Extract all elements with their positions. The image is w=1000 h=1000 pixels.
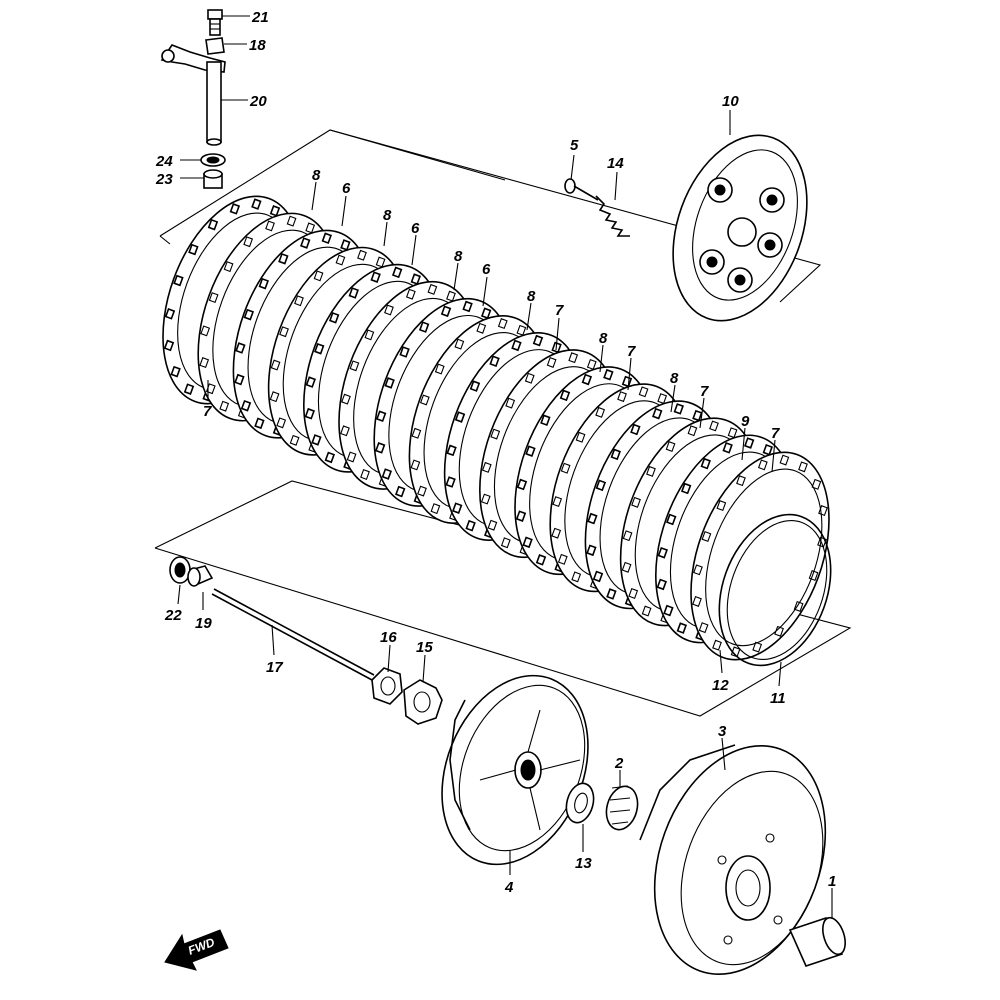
part-24-oil-seal (200, 153, 226, 167)
callout-4: 4 (504, 879, 514, 896)
callout-6: 6 (411, 220, 420, 237)
upper-assembly-outline (159, 129, 822, 303)
part-15-lock-washer (403, 679, 443, 725)
clutch-plate-stack (162, 195, 830, 661)
callout-17: 17 (266, 659, 283, 676)
part-22-washer (169, 556, 191, 584)
callout-leaders (177, 15, 833, 918)
callout-6: 6 (482, 261, 491, 278)
fwd-direction-indicator: FWD (164, 929, 229, 971)
callout-7: 7 (771, 425, 780, 442)
callout-22: 22 (164, 607, 182, 624)
callout-8: 8 (670, 370, 679, 387)
callout-5: 5 (570, 137, 579, 154)
callout-16: 16 (380, 629, 397, 646)
callout-8: 8 (599, 330, 608, 347)
part-19-sleeve (187, 565, 214, 587)
part-3-clutch-housing (639, 744, 827, 976)
callout-20: 20 (249, 93, 267, 110)
part-1-spacer (788, 916, 846, 967)
callout-8: 8 (454, 248, 463, 265)
callout-7: 7 (555, 302, 564, 319)
part-5-bolt (564, 178, 599, 201)
part-4-sleeve-hub (441, 674, 589, 866)
part-20-release-shaft (160, 44, 226, 146)
part-21-bolt (207, 9, 223, 36)
callout-8: 8 (527, 288, 536, 305)
callout-19: 19 (195, 615, 212, 632)
lower-assembly-outline (154, 480, 852, 717)
callout-13: 13 (575, 855, 592, 872)
callout-15: 15 (416, 639, 433, 656)
callout-23: 23 (155, 171, 173, 188)
callout-7: 7 (700, 383, 709, 400)
callout-10: 10 (722, 93, 739, 110)
callout-11: 11 (770, 690, 786, 707)
part-13-thrust-washer (565, 782, 595, 824)
part-17-push-rod (211, 588, 375, 681)
part-10-pressure-plate (672, 134, 808, 322)
part-16-nut (371, 667, 403, 705)
callout-8: 8 (312, 167, 321, 184)
part-18-clip (205, 37, 225, 55)
callout-24: 24 (155, 153, 173, 170)
callout-14: 14 (607, 155, 624, 172)
callout-6: 6 (342, 180, 351, 197)
part-11-wire-ring (718, 513, 832, 667)
part-14-spring (595, 195, 630, 237)
callout-labels: 21 18 20 24 23 10 5 14 8 6 8 6 8 6 8 7 8… (155, 9, 836, 896)
callout-21: 21 (251, 9, 269, 26)
callout-8: 8 (383, 207, 392, 224)
callout-1: 1 (828, 873, 836, 890)
driven-plate (690, 451, 830, 661)
callout-7: 7 (627, 343, 636, 360)
callout-7: 7 (203, 403, 212, 420)
part-2-needle-bearing (605, 785, 639, 831)
callout-12: 12 (712, 677, 729, 694)
part-23-bearing (203, 169, 223, 189)
callout-2: 2 (614, 755, 624, 772)
callout-9: 9 (741, 413, 750, 430)
callout-3: 3 (718, 723, 727, 740)
callout-18: 18 (249, 37, 266, 54)
